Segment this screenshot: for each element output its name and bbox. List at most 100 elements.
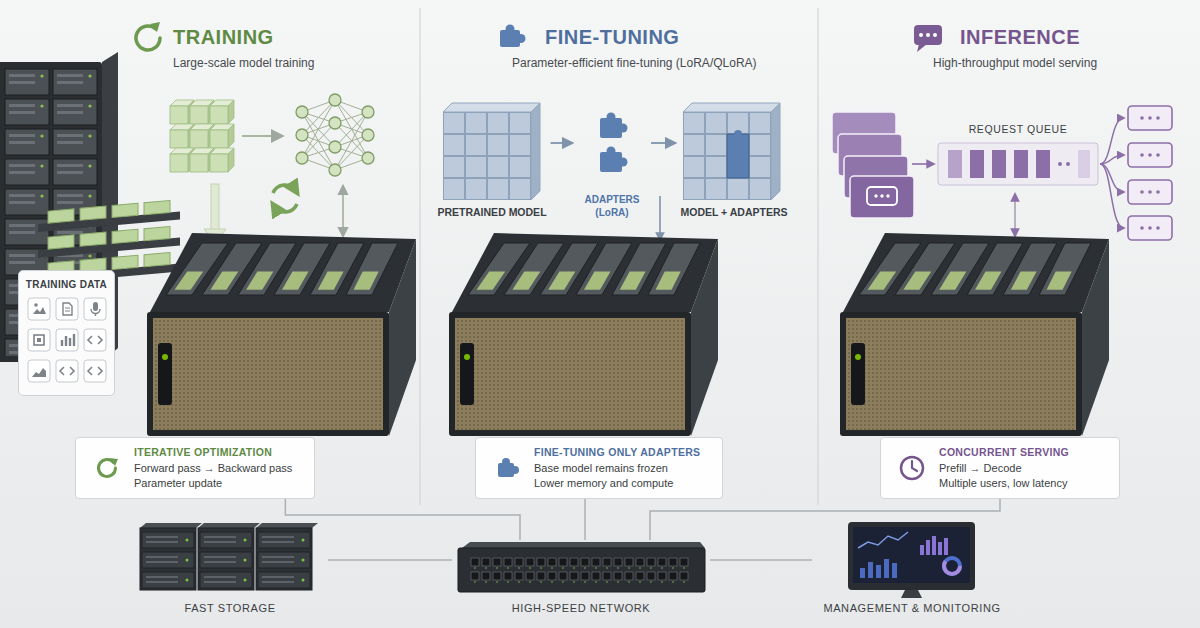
monitor-part xyxy=(944,558,960,574)
title-icon-part xyxy=(933,33,937,37)
data-type-icon-part xyxy=(34,335,44,345)
gpu-server xyxy=(449,233,718,436)
network-switch-part xyxy=(470,556,690,584)
data-card: TRAINING DATA xyxy=(18,270,115,396)
data-type-icon-part xyxy=(28,360,50,382)
server-tray-part xyxy=(144,226,170,240)
title-icon-part xyxy=(150,22,160,32)
queue-bar-part xyxy=(992,150,1006,178)
panel-divider xyxy=(420,8,818,505)
neural-network-part xyxy=(329,94,341,106)
title-icon-part xyxy=(517,34,526,43)
callout-icon-part xyxy=(511,466,519,474)
adapter-pieces xyxy=(600,113,628,173)
callout-heading: FINE-TUNING ONLY ADAPTERS xyxy=(534,445,706,459)
panel-title: TRAINING xyxy=(173,25,274,49)
storage-array-part xyxy=(140,523,202,528)
monitor-part xyxy=(853,527,970,583)
callout-icon xyxy=(492,453,522,483)
response-bubbles-part xyxy=(1128,216,1172,240)
vertical-arrow-part xyxy=(211,184,219,230)
network-switch: HIGH-SPEED NETWORK xyxy=(452,540,710,618)
monitor-part xyxy=(926,540,930,555)
neural-network-part xyxy=(362,129,374,141)
queue-bar-part xyxy=(1078,150,1090,178)
network-switch-part xyxy=(458,548,705,592)
response-bubbles-part xyxy=(1148,116,1152,120)
neural-network-part xyxy=(296,129,308,141)
node-label: TRAINING DATA xyxy=(19,278,114,291)
data-type-icon-part xyxy=(65,308,70,311)
data-type-icon-part xyxy=(56,298,78,320)
workload-panel: FINE-TUNINGParameter-efficient fine-tuni… xyxy=(420,0,818,512)
data-type-icon-part xyxy=(93,302,98,311)
response-bubbles-part xyxy=(1140,153,1144,157)
response-arrows xyxy=(1100,118,1124,228)
data-type-icon xyxy=(56,329,78,351)
cycle-arrows-part xyxy=(273,185,296,193)
data-type-icon-part xyxy=(28,298,50,320)
monitor-part xyxy=(944,538,948,555)
data-type-icon-part xyxy=(56,329,78,351)
callout-text: Multiple users, low latency xyxy=(939,476,1103,491)
cycle-arrows xyxy=(273,185,297,212)
monitor-part xyxy=(901,590,922,598)
server-tray-part xyxy=(80,232,106,246)
neural-network-part xyxy=(296,152,308,164)
node-label: HIGH-SPEED NETWORK xyxy=(512,601,651,615)
neural-network xyxy=(296,94,374,176)
data-type-icon-part xyxy=(60,367,74,375)
callout-text: Forward pass → Backward pass xyxy=(134,461,298,476)
cycle-arrows-part xyxy=(274,204,297,212)
queue-bar-part xyxy=(938,143,1098,185)
model-blocks-part xyxy=(531,103,540,200)
adapter-pieces-part xyxy=(607,147,616,156)
node-label: REQUEST QUEUE xyxy=(936,122,1100,136)
storage-unit: FAST STORAGE xyxy=(132,522,328,618)
panel-subtitle: High-throughput model serving xyxy=(933,56,1097,71)
data-type-icon-part xyxy=(28,329,50,351)
node-label: ADAPTERS (LoRA) xyxy=(577,193,647,219)
adapter-pieces-part xyxy=(607,113,616,122)
response-bubbles-part xyxy=(1128,106,1172,130)
vertical-arrow-part xyxy=(659,196,661,240)
model-blocks xyxy=(443,103,780,200)
storage-array-part xyxy=(198,523,260,528)
info-callout: FINE-TUNING ONLY ADAPTERS Base model rema… xyxy=(475,437,723,499)
callout-icon-part xyxy=(901,457,923,479)
storage-array-part xyxy=(140,530,312,590)
title-icon-part xyxy=(919,33,923,37)
monitor-part xyxy=(858,532,908,548)
node-label: MANAGEMENT & MONITORING xyxy=(823,601,1000,615)
callout-text: Lower memory and compute xyxy=(534,476,706,491)
vertical-arrow-part xyxy=(1014,194,1016,236)
node-label: MODEL + ADAPTERS xyxy=(680,205,787,219)
model-blocks-part xyxy=(443,112,531,200)
title-icon-part xyxy=(914,25,942,45)
model-blocks-part xyxy=(771,103,780,200)
vertical-arrow-part xyxy=(342,186,344,236)
callout-text: Base model remains frozen xyxy=(534,461,706,476)
data-type-icon-part xyxy=(88,336,102,344)
response-arrows-part xyxy=(1100,164,1124,228)
neural-network-part xyxy=(362,106,374,118)
response-bubbles-part xyxy=(1156,190,1160,194)
data-type-icon-part xyxy=(56,360,78,382)
panel-title: INFERENCE xyxy=(960,25,1080,49)
monitoring-station: MANAGEMENT & MONITORING xyxy=(812,518,1012,618)
queue-bar xyxy=(938,143,1098,185)
callout-icon-part xyxy=(109,458,118,466)
connector-line xyxy=(584,499,586,540)
callout-text: Prefill → Decode xyxy=(939,461,1103,476)
connector-line xyxy=(285,499,520,540)
data-type-icon-part xyxy=(33,307,46,314)
data-type-icon-part xyxy=(84,329,106,351)
info-callout: CONCURRENT SERVINGPrefill → DecodeMultip… xyxy=(880,437,1120,499)
server-tray-part xyxy=(144,252,170,266)
data-type-icon xyxy=(28,298,50,320)
node-label: PRETRAINED MODEL xyxy=(437,205,546,219)
response-arrows-part xyxy=(1100,155,1124,164)
